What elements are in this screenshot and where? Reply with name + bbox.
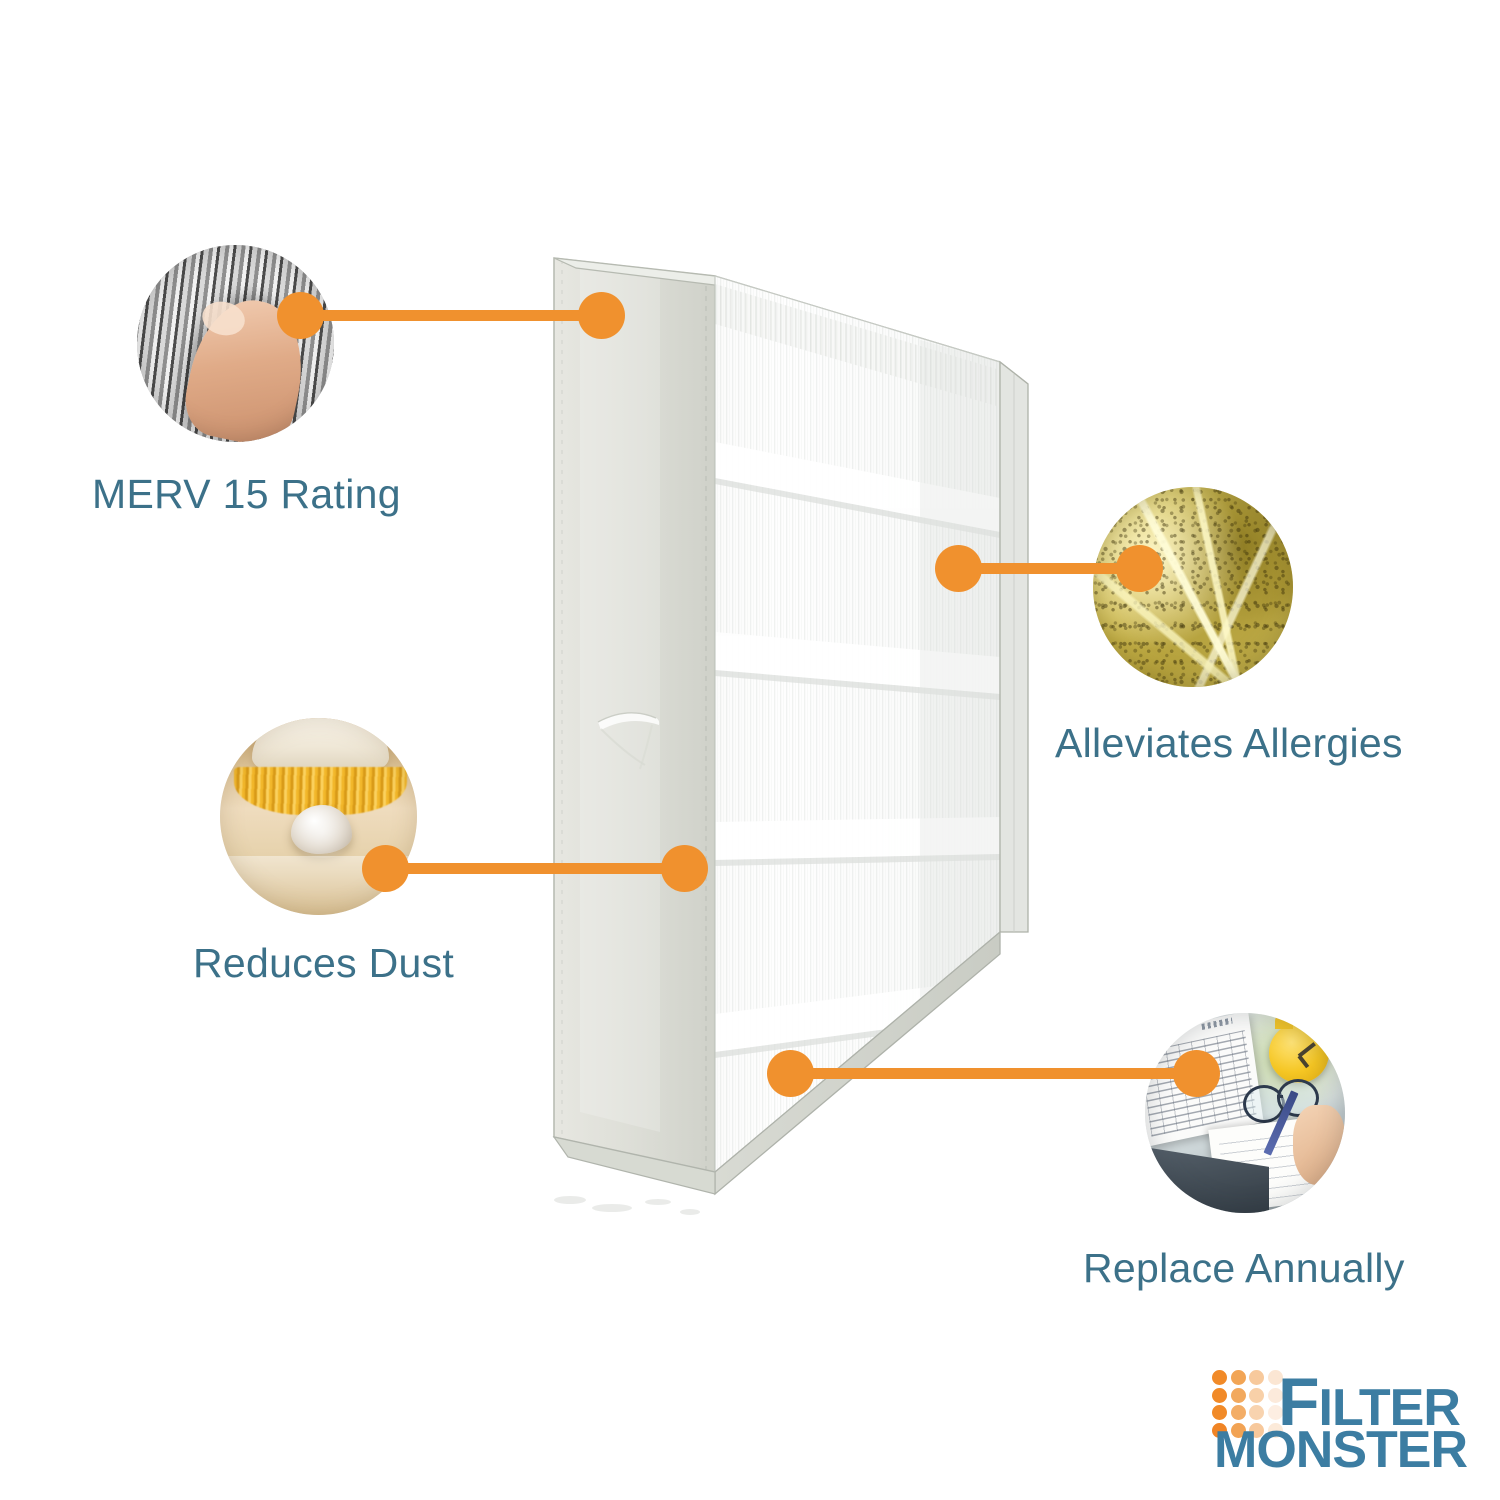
- logo-dot: [1230, 1405, 1246, 1420]
- connector-dot-right: [1116, 544, 1163, 592]
- logo-dot: [1267, 1387, 1283, 1403]
- logo-dot: [1267, 1370, 1283, 1385]
- logo-dot: [1212, 1370, 1227, 1385]
- logo-dot: [1249, 1422, 1264, 1438]
- logo-dot-grid: [1212, 1370, 1284, 1438]
- feature-label-replace-annually: Replace Annually: [1083, 1245, 1405, 1291]
- air-filter-product-image: [540, 232, 1040, 1232]
- connector-line: [790, 1067, 1197, 1079]
- connector-dot-left: [767, 1049, 814, 1097]
- logo-dot: [1249, 1370, 1264, 1385]
- connector-dot-right: [1173, 1049, 1220, 1097]
- connector-dot-left: [935, 544, 982, 592]
- logo-dot: [1267, 1422, 1283, 1438]
- logo-dot: [1230, 1387, 1246, 1403]
- logo-filter-rest: ILTER: [1318, 1379, 1461, 1437]
- filter-monster-logo[interactable]: FILTER MONSTER: [1212, 1368, 1468, 1488]
- filter-pleat-closeup-photo: [137, 245, 334, 442]
- connector-dot-right: [578, 291, 625, 339]
- logo-word-monster: MONSTER: [1214, 1421, 1468, 1479]
- logo-word-filter: FILTER: [1278, 1368, 1461, 1437]
- logo-dot: [1249, 1405, 1264, 1420]
- logo-dot: [1267, 1405, 1283, 1420]
- logo-dot: [1230, 1370, 1246, 1385]
- feature-label-alleviates-allergies: Alleviates Allergies: [1055, 720, 1403, 766]
- logo-dot: [1249, 1387, 1264, 1403]
- feature-label-merv-rating: MERV 15 Rating: [92, 471, 401, 517]
- broom-sweeping-dust-photo: [220, 718, 417, 915]
- logo-dot: [1230, 1422, 1246, 1438]
- connector-line: [958, 562, 1140, 574]
- connector-dot-right: [661, 844, 708, 892]
- logo-dot: [1212, 1422, 1227, 1438]
- connector-line: [300, 309, 602, 321]
- logo-dot: [1212, 1405, 1227, 1420]
- connector-line: [385, 862, 685, 874]
- pollen-closeup-photo: [1093, 487, 1293, 687]
- calendar-clock-photo: [1145, 1013, 1345, 1213]
- feature-label-reduces-dust: Reduces Dust: [193, 940, 455, 986]
- connector-dot-left: [277, 291, 324, 339]
- connector-dot-left: [362, 844, 409, 892]
- logo-filter-capital: F: [1278, 1364, 1320, 1440]
- logo-dot: [1212, 1387, 1227, 1403]
